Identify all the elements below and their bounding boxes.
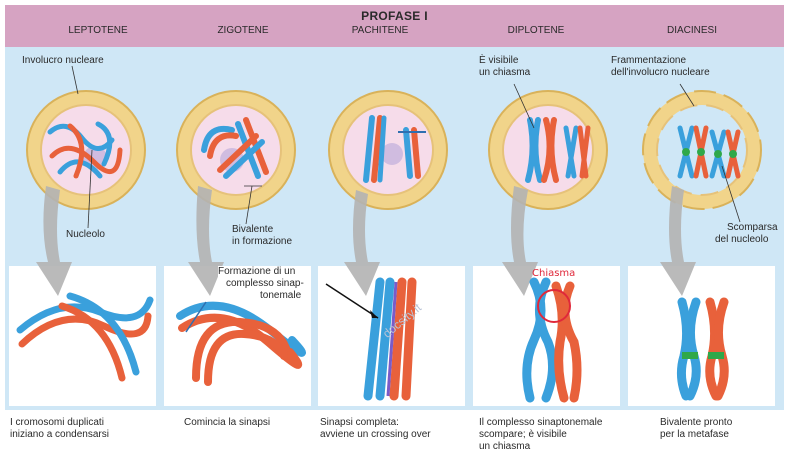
caption-diplotene: Il complesso sinaptonemale scompare; è v… (479, 417, 602, 453)
detail-zigotene-art (180, 302, 302, 382)
label-bivalente-2: in formazione (232, 236, 292, 248)
label-involucro-nucleare: Involucro nucleare (22, 55, 104, 67)
label-scomparsa-1: Scomparsa (727, 222, 778, 234)
zoom-arrows (36, 186, 696, 296)
caption-line: scompare; è visibile (479, 429, 602, 441)
label-chiasma-handwritten: Chiasma (532, 268, 575, 279)
label-complesso-1: Formazione di un (218, 266, 295, 278)
caption-line: Comincia la sinapsi (184, 417, 270, 429)
caption-leptotene: I cromosomi duplicati iniziano a condens… (10, 417, 109, 441)
caption-line: Sinapsi completa: (320, 417, 431, 429)
caption-diacinesi: Bivalente pronto per la metafase (660, 417, 732, 441)
nucleus-leptotene (27, 91, 145, 209)
label-bivalente-1: Bivalente (232, 224, 273, 236)
nucleus-diacinesi (643, 91, 761, 209)
label-frammentazione-2: dell'involucro nucleare (611, 67, 710, 79)
label-chiasma-visibile-2: un chiasma (479, 67, 530, 79)
caption-pachitene: Sinapsi completa: avviene un crossing ov… (320, 417, 431, 441)
caption-line: avviene un crossing over (320, 429, 431, 441)
caption-line: I cromosomi duplicati (10, 417, 109, 429)
label-chiasma-visibile-1: È visibile (479, 55, 518, 67)
caption-line: iniziano a condensarsi (10, 429, 109, 441)
caption-line: un chiasma (479, 441, 602, 453)
detail-diplotene-art (527, 282, 577, 398)
detail-diacinesi-art (681, 302, 724, 396)
caption-zigotene: Comincia la sinapsi (184, 417, 270, 429)
label-scomparsa-2: del nucleolo (715, 234, 768, 246)
detail-leptotene-art (20, 296, 150, 378)
label-nucleolo: Nucleolo (66, 229, 105, 241)
nucleus-pachitene (329, 91, 447, 209)
caption-line: Il complesso sinaptonemale (479, 417, 602, 429)
nucleus-diplotene (489, 91, 607, 209)
label-complesso-2: complesso sinap- (226, 278, 304, 290)
detail-pachitene-art (326, 282, 412, 396)
label-frammentazione-1: Frammentazione (611, 55, 686, 67)
nucleus-zigotene (177, 91, 295, 209)
caption-line: Bivalente pronto (660, 417, 732, 429)
caption-line: per la metafase (660, 429, 732, 441)
label-complesso-3: tonemale (260, 290, 301, 302)
